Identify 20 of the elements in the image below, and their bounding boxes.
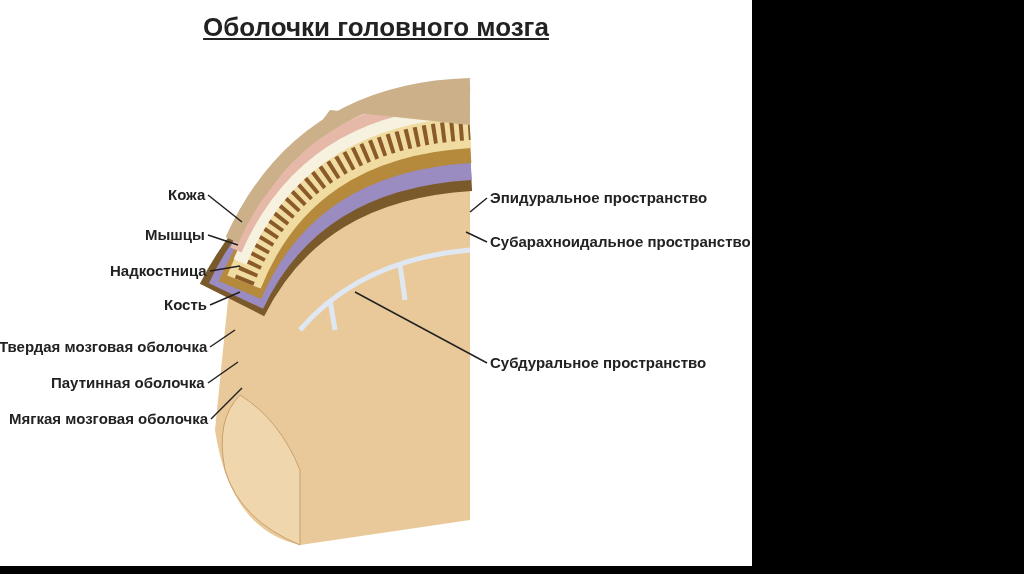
- part-label: Субарахноидальное пространство: [490, 233, 751, 251]
- leader-line: [209, 329, 236, 348]
- part-label: Субдуральное пространство: [490, 354, 707, 372]
- leader-line: [207, 234, 239, 246]
- leader-line: [209, 291, 241, 306]
- leader-line: [207, 361, 239, 384]
- part-label: Надкостница: [110, 262, 207, 280]
- part-label: Твердая мозговая оболочка: [0, 338, 208, 356]
- part-label: Паутинная оболочка: [51, 374, 205, 392]
- leader-line: [209, 265, 241, 272]
- part-label: Эпидуральное пространство: [490, 189, 708, 207]
- part-label: Кожа: [168, 186, 206, 204]
- part-label: Мышцы: [145, 226, 205, 244]
- leader-line: [354, 291, 488, 364]
- title: Оболочки головного мозга: [202, 12, 550, 43]
- part-label: Кость: [164, 296, 208, 314]
- leader-line: [469, 197, 488, 213]
- part-label: Мягкая мозговая оболочка: [9, 410, 208, 428]
- leader-line: [465, 231, 488, 243]
- leader-line: [207, 194, 243, 223]
